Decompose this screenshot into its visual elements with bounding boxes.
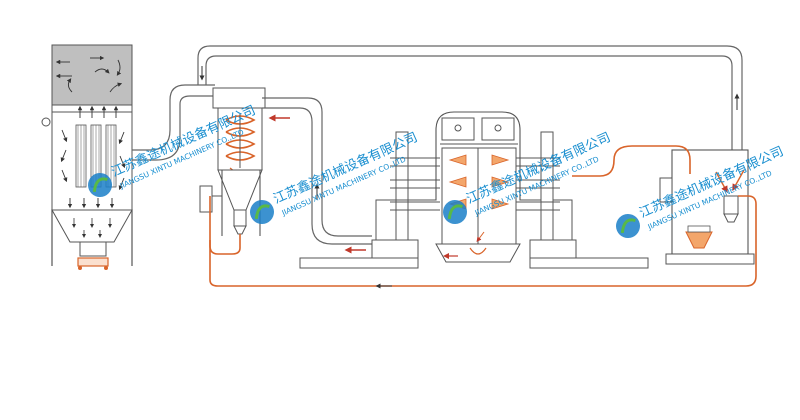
filter-top-chamber bbox=[52, 45, 132, 105]
filter-collection-bin bbox=[78, 258, 108, 266]
watermark-logo-2 bbox=[246, 196, 278, 228]
booth-floor-rail-right bbox=[530, 258, 648, 268]
booth-floor-rail-left bbox=[300, 258, 418, 268]
feed-sieve bbox=[724, 196, 738, 214]
feed-center-base bbox=[666, 254, 754, 264]
filter-side-valve bbox=[42, 118, 50, 126]
filter-outlet-box bbox=[80, 242, 106, 256]
right-gun-mover-column bbox=[541, 132, 553, 250]
watermark-logo-4 bbox=[612, 210, 644, 242]
booth-floor-collector bbox=[436, 244, 520, 262]
cyclone-top-box bbox=[213, 88, 265, 108]
bag-filter-unit bbox=[42, 45, 132, 270]
cyclone-discharge bbox=[234, 210, 246, 226]
